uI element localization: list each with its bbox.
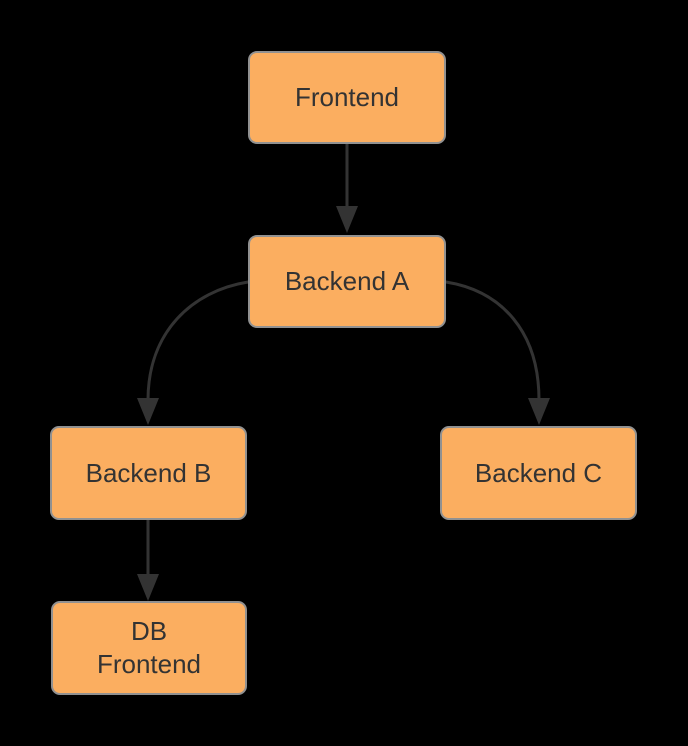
edge-frontend-to-backend-a bbox=[336, 142, 358, 233]
node-label: Backend B bbox=[85, 457, 212, 488]
node-backend-a: Backend A bbox=[248, 235, 446, 328]
edge-backend-a-to-backend-c bbox=[444, 280, 550, 425]
node-label: Backend A bbox=[284, 266, 410, 296]
node-db-frontend: DB Frontend bbox=[51, 601, 247, 695]
node-label: Frontend bbox=[294, 82, 400, 112]
arrowhead-icon bbox=[528, 398, 550, 425]
arrowhead-icon bbox=[137, 574, 159, 601]
arrowhead-icon bbox=[336, 206, 358, 233]
node-backend-c: Backend C bbox=[440, 426, 637, 520]
arrowhead-icon bbox=[137, 398, 159, 425]
edge-backend-a-to-backend-b bbox=[137, 280, 250, 425]
node-frontend: Frontend bbox=[248, 51, 446, 144]
node-label: Backend C bbox=[474, 457, 603, 488]
node-label-line-1: DB bbox=[130, 616, 168, 646]
edge-backend-b-to-db-frontend bbox=[137, 518, 159, 601]
node-label-line-2: Frontend bbox=[96, 649, 202, 679]
node-backend-b: Backend B bbox=[50, 426, 247, 520]
